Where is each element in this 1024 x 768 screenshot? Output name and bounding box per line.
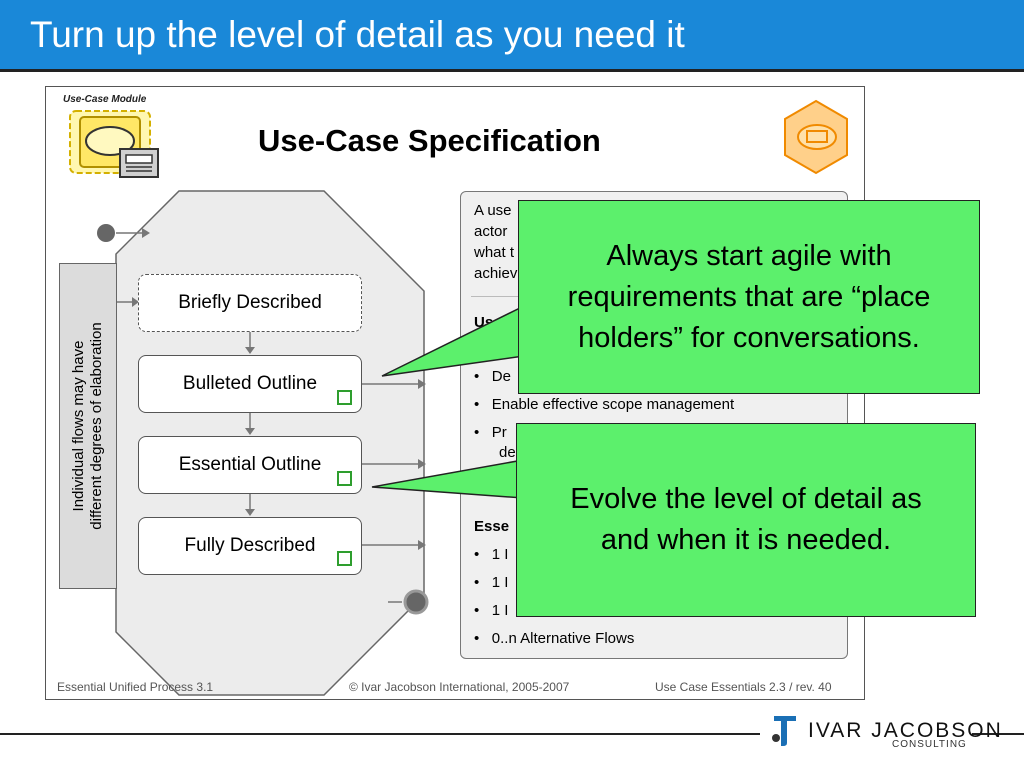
list-item: • 1 I <box>474 546 509 563</box>
use-case-module-icon <box>69 110 159 178</box>
slide-title: Turn up the level of detail as you need … <box>30 14 685 55</box>
checkbox-icon <box>337 390 352 405</box>
footer-left: Essential Unified Process 3.1 <box>57 680 214 694</box>
elaboration-note-box <box>59 263 117 589</box>
list-item: de <box>499 444 516 461</box>
title-bar: Turn up the level of detail as you need … <box>0 0 1024 72</box>
brand-subtitle: CONSULTING <box>892 739 967 750</box>
list-item: • Enable effective scope management <box>474 396 735 413</box>
list-item: • 0..n Alternative Flows <box>474 630 635 647</box>
module-label: Use-Case Module <box>63 94 147 105</box>
stage-essential-outline: Essential Outline <box>138 436 362 494</box>
use-case-hexagon-icon <box>784 99 848 175</box>
stage-label: Bulleted Outline <box>182 373 318 394</box>
panel-heading: Esse <box>474 518 510 535</box>
stage-label: Fully Described <box>184 535 316 556</box>
footer-center: © Ivar Jacobson International, 2005-2007 <box>349 680 570 694</box>
list-item: • 1 I <box>474 574 509 591</box>
callout-pointer-bottom <box>371 459 524 499</box>
checkbox-icon <box>337 551 352 566</box>
panel-intro-line: actor <box>474 223 508 240</box>
bottom-rule-right <box>972 733 1024 735</box>
list-item: • 1 I <box>474 602 509 619</box>
list-item: • Pr <box>474 424 507 441</box>
start-node <box>97 224 115 242</box>
panel-intro-line: A use <box>474 202 512 219</box>
brand-name: IVAR JACOBSON <box>808 719 1003 742</box>
bottom-rule-left <box>0 733 760 735</box>
panel-intro-line: what t <box>474 244 515 261</box>
panel-intro-line: achiev <box>474 265 518 282</box>
stage-briefly-described: Briefly Described <box>138 274 362 332</box>
list-item: • De <box>474 368 511 385</box>
callout-bottom: Evolve the level of detail as and when i… <box>516 423 976 617</box>
brand-logo-icon <box>772 716 796 746</box>
checkbox-icon <box>337 471 352 486</box>
spec-title: Use-Case Specification <box>258 123 601 158</box>
stage-fully-described: Fully Described <box>138 517 362 575</box>
callout-top: Always start agile with requirements tha… <box>518 200 980 394</box>
callout-pointer-top <box>381 304 525 377</box>
stage-bulleted-outline: Bulleted Outline <box>138 355 362 413</box>
stage-label: Briefly Described <box>178 292 322 313</box>
footer-right: Use Case Essentials 2.3 / rev. 40 <box>655 680 832 694</box>
end-node <box>403 589 429 615</box>
stage-label: Essential Outline <box>178 454 322 475</box>
